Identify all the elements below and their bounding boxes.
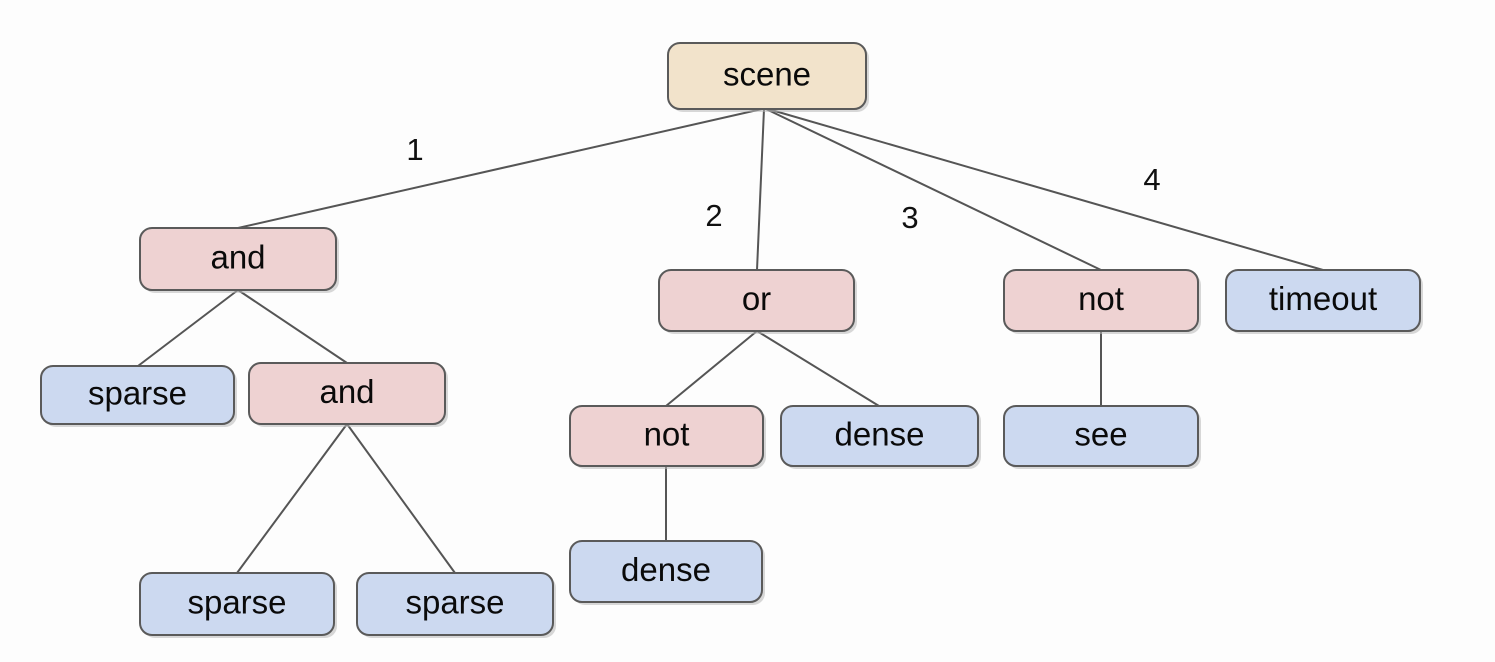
node-box-dense2[interactable] [569,540,763,603]
node-scene[interactable]: scene [667,42,869,112]
node-sparse3[interactable]: sparse [356,572,556,638]
edge-or1-to-not2 [665,330,758,407]
node-label-and2: and [319,373,374,410]
node-label-and1: and [210,239,265,276]
edge-or1-to-dense1 [756,330,880,407]
node-label-not2: not [644,416,690,453]
node-dense2[interactable]: dense [569,540,765,605]
edge-label-2: 2 [705,198,722,233]
node-label-sparse1: sparse [88,375,187,412]
edges-layer [137,108,1324,574]
node-label-or1: or [742,280,771,317]
node-sparse1[interactable]: sparse [40,365,237,427]
node-box-not1[interactable] [1003,269,1199,332]
node-label-see: see [1074,416,1127,453]
node-box-see[interactable] [1003,405,1199,467]
edge-label-3: 3 [901,200,918,235]
edge-label-4: 4 [1143,162,1160,197]
node-or1[interactable]: or [658,269,857,334]
node-label-not1: not [1078,280,1124,317]
node-and2[interactable]: and [248,362,448,427]
node-not1[interactable]: not [1003,269,1201,334]
node-box-and2[interactable] [248,362,446,425]
node-label-timeout: timeout [1269,280,1377,317]
node-and1[interactable]: and [139,227,339,293]
node-box-sparse1[interactable] [40,365,235,425]
node-box-scene[interactable] [667,42,867,110]
node-box-sparse3[interactable] [356,572,554,636]
edge-scene-to-and1 [237,108,763,229]
node-box-or1[interactable] [658,269,855,332]
nodes-layer: scene and or not timeout sparse and not dense see… [40,42,1423,638]
edge-scene-to-not1 [765,108,1102,271]
node-dense1[interactable]: dense [780,405,981,469]
node-label-sparse3: sparse [405,584,504,621]
node-box-sparse2[interactable] [139,572,335,636]
node-label-sparse2: sparse [187,584,286,621]
node-label-dense1: dense [835,416,925,453]
edge-and1-to-sparse1 [137,289,239,367]
edge-label-1: 1 [406,132,423,167]
node-sparse2[interactable]: sparse [139,572,337,638]
edge-and1-to-and2 [237,289,348,364]
node-box-and1[interactable] [139,227,337,291]
node-box-not2[interactable] [569,405,764,467]
node-label-scene: scene [723,56,811,93]
node-not2[interactable]: not [569,405,766,469]
node-box-timeout[interactable] [1225,269,1421,332]
node-see[interactable]: see [1003,405,1201,469]
node-timeout[interactable]: timeout [1225,269,1423,334]
edge-scene-to-timeout [767,108,1324,271]
edge-and2-to-sparse3 [346,423,456,574]
edge-labels-layer: 1 2 3 4 [406,132,1160,235]
node-box-dense1[interactable] [780,405,979,467]
node-label-dense2: dense [621,551,711,588]
edge-and2-to-sparse2 [236,423,348,574]
edge-scene-to-or1 [756,108,765,271]
